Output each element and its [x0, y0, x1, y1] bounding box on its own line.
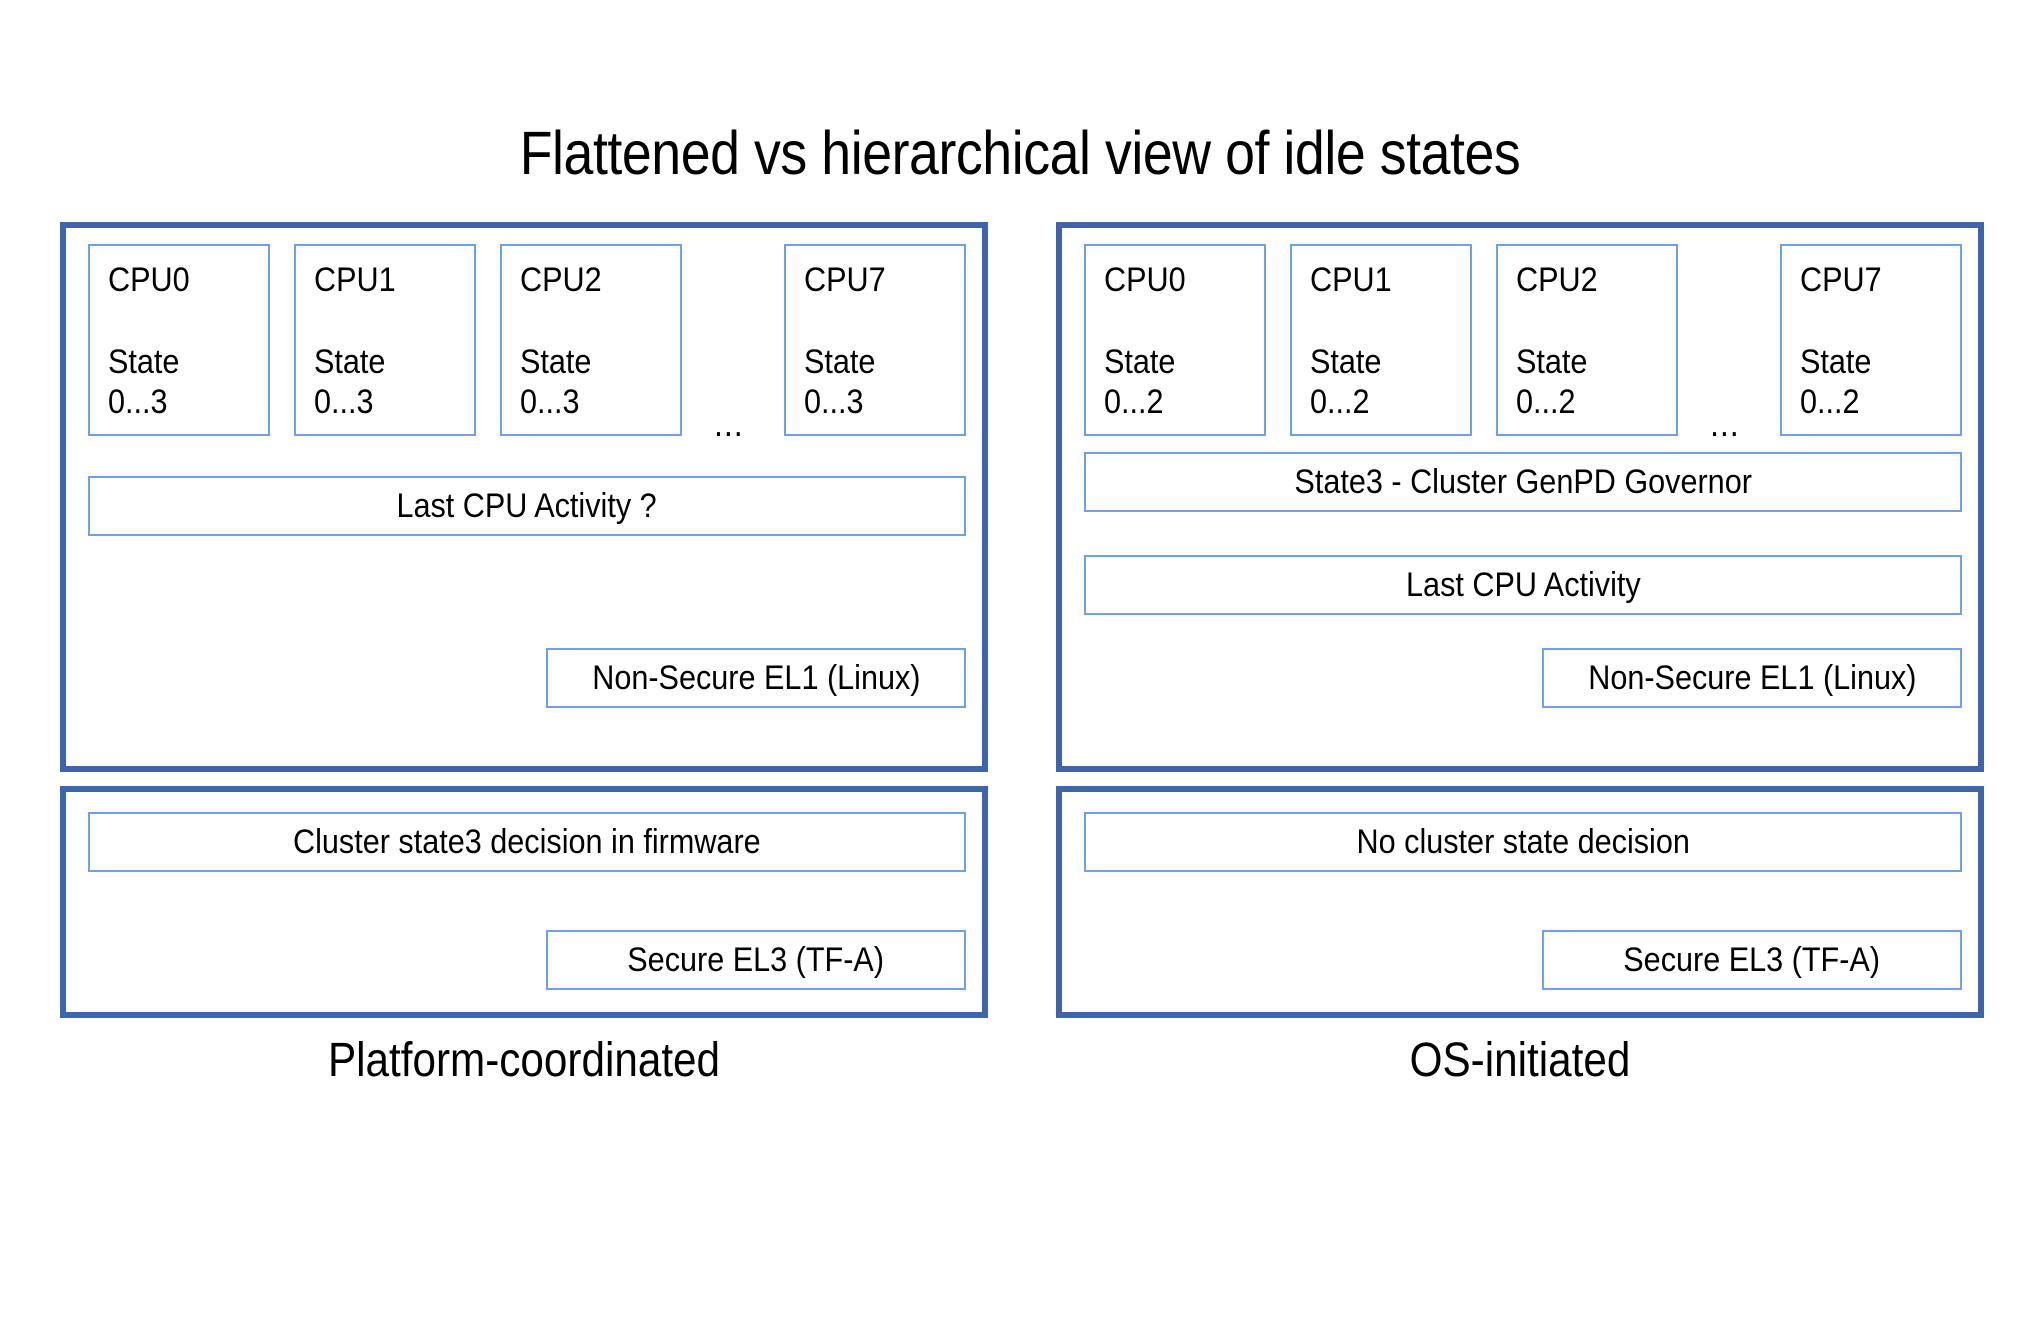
cpu-label: CPU1: [1310, 261, 1392, 299]
page-title: Flattened vs hierarchical view of idle s…: [519, 119, 1521, 187]
exception-level-label: Secure EL3 (TF-A): [627, 941, 885, 979]
cpu-label: CPU1: [314, 261, 396, 299]
cpu-label: CPU0: [1104, 261, 1186, 299]
cpu-label: CPU2: [520, 261, 602, 299]
exception-level-label: Non-Secure EL1 (Linux): [591, 659, 921, 697]
firmware-panel-platform-coordinated: Cluster state3 decision in firmware Secu…: [60, 786, 988, 1018]
exception-level-badge-non-secure-el1: Non-Secure EL1 (Linux): [1542, 648, 1962, 708]
cpu-label: CPU7: [1800, 261, 1882, 299]
exception-level-badge-non-secure-el1: Non-Secure EL1 (Linux): [546, 648, 966, 708]
bar-label: Last CPU Activity ?: [396, 487, 658, 525]
bar-state3-cluster-genpd-governor: State3 - Cluster GenPD Governor: [1084, 452, 1962, 512]
bar-last-cpu-activity: Last CPU Activity ?: [88, 476, 966, 536]
cpu-label: CPU2: [1516, 261, 1598, 299]
exception-level-badge-secure-el3: Secure EL3 (TF-A): [546, 930, 966, 990]
cpu-ellipsis: ...: [1710, 403, 1740, 444]
exception-level-label: Secure EL3 (TF-A): [1623, 941, 1881, 979]
bar-label: State3 - Cluster GenPD Governor: [1294, 463, 1752, 501]
exception-level-badge-secure-el3: Secure EL3 (TF-A): [1542, 930, 1962, 990]
bar-label: No cluster state decision: [1356, 823, 1690, 861]
column-caption-platform-coordinated: Platform-coordinated: [327, 1034, 721, 1087]
cpu-label: CPU7: [804, 261, 886, 299]
column-caption-os-initiated: OS-initiated: [1409, 1034, 1631, 1087]
bar-no-cluster-state-decision: No cluster state decision: [1084, 812, 1962, 872]
bar-label: Cluster state3 decision in firmware: [293, 823, 761, 861]
firmware-panel-os-initiated: No cluster state decision Secure EL3 (TF…: [1056, 786, 1984, 1018]
bar-label: Last CPU Activity: [1405, 566, 1641, 604]
cpu-ellipsis: ...: [714, 403, 744, 444]
exception-level-label: Non-Secure EL1 (Linux): [1587, 659, 1917, 697]
cpu-label: CPU0: [108, 261, 190, 299]
bar-cluster-state3-decision: Cluster state3 decision in firmware: [88, 812, 966, 872]
bar-last-cpu-activity: Last CPU Activity: [1084, 555, 1962, 615]
